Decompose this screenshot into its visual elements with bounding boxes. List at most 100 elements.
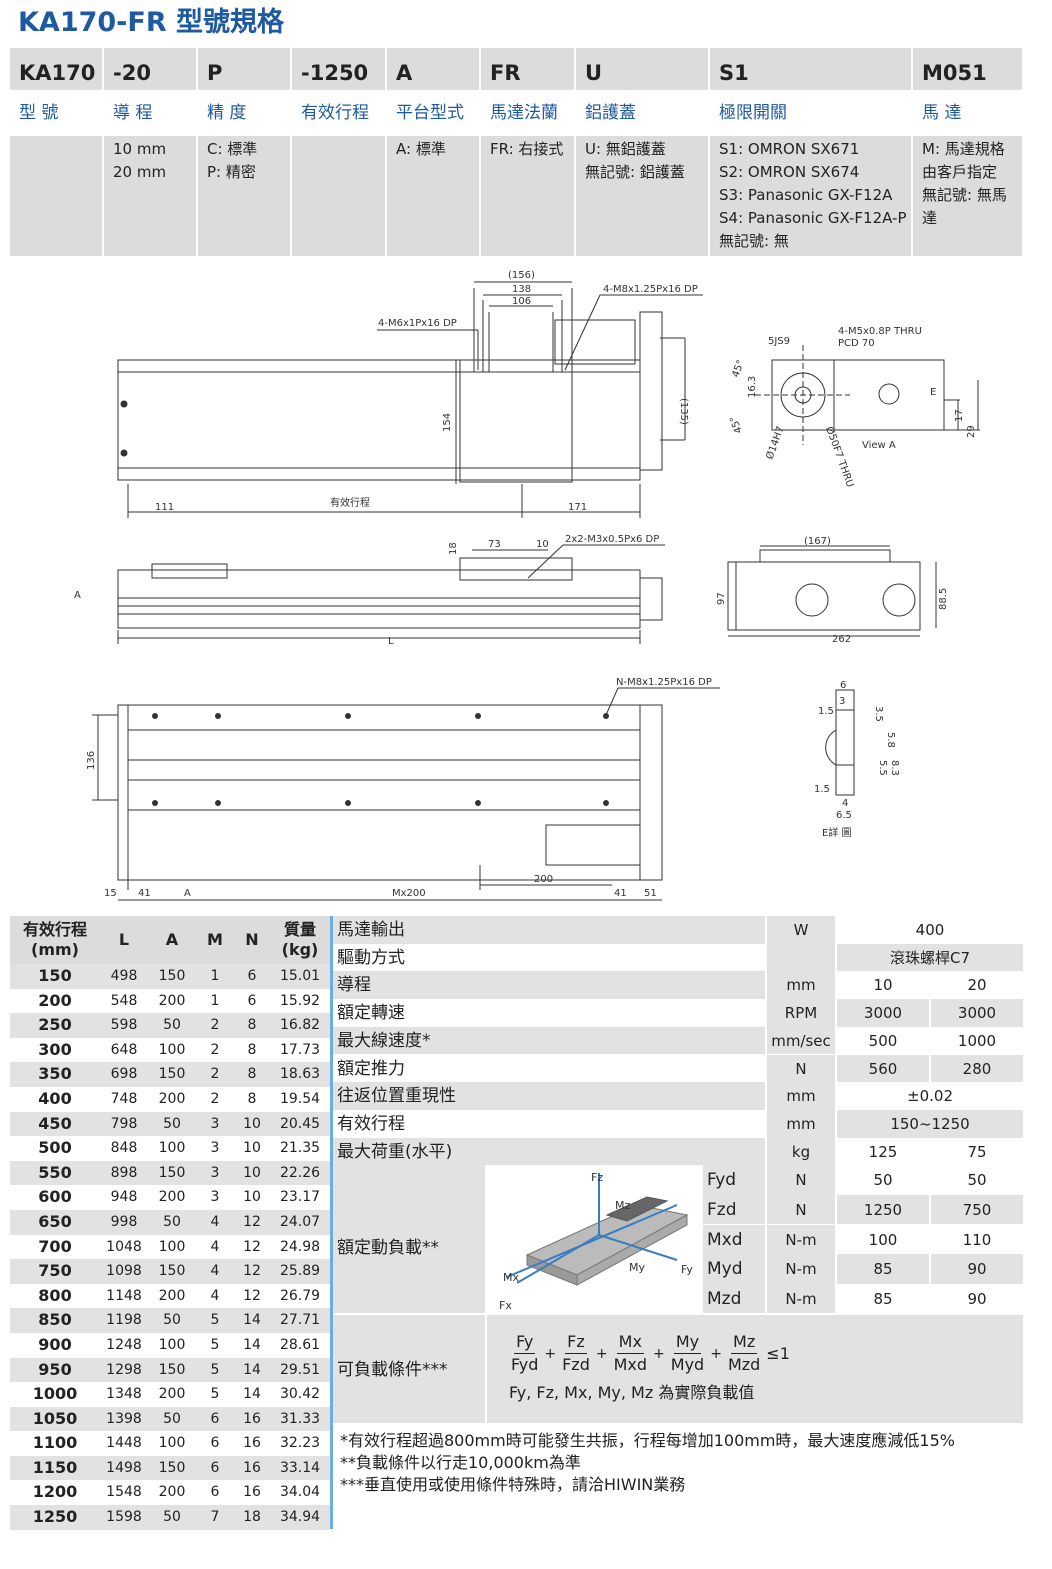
table-cell: 1448	[100, 1431, 148, 1456]
table-cell: 16	[234, 1455, 270, 1481]
spec-value: 滾珠螺桿C7	[837, 943, 1023, 972]
table-cell: 50	[148, 1209, 196, 1235]
dyn-load-value: 1250	[837, 1194, 929, 1225]
table-cell: 6	[196, 1406, 234, 1432]
table-cell: 1098	[100, 1259, 148, 1284]
table-cell: 200	[148, 1382, 196, 1407]
dyn-load-label: 額定動負載**	[337, 1238, 439, 1259]
table-cell: 50	[148, 1505, 196, 1530]
model-options: M: 馬達規格由客戶指定無記號: 無馬達	[913, 136, 1022, 256]
model-option: S2: OMRON SX674	[719, 163, 860, 181]
model-option: FR: 右接式	[490, 140, 564, 158]
dim-label: 3.5	[873, 706, 884, 722]
spec-row: 驅動方式滾珠螺桿C7	[333, 943, 1023, 972]
table-cell: 1398	[100, 1406, 148, 1432]
spec-value: 3000	[931, 999, 1023, 1027]
table-cell: 8	[234, 1037, 270, 1063]
table-cell: 150	[148, 1160, 196, 1186]
table-cell: 8	[234, 1062, 270, 1087]
model-code: M051	[913, 48, 1022, 90]
table-cell: 100	[148, 1136, 196, 1161]
spec-value: 150~1250	[837, 1109, 1023, 1138]
table-cell: 500	[10, 1136, 100, 1161]
model-option: M: 馬達規格	[922, 140, 1005, 158]
table-cell: 28.61	[270, 1332, 330, 1358]
table-cell: 19.54	[270, 1086, 330, 1112]
model-options: A: 標準	[387, 136, 479, 256]
footnote: *有效行程超過800mm時可能發生共振，行程每增加100mm時，最大速度應減低1…	[340, 1431, 955, 1450]
spec-unit: mm/sec	[767, 1026, 835, 1055]
dyn-load-unit: N	[767, 1194, 835, 1225]
dim-label: 73	[488, 539, 501, 550]
dim-label: A	[74, 590, 81, 601]
spec-value: 400	[837, 916, 1023, 944]
spec-label: 最大線速度*	[333, 1026, 765, 1055]
dim-label: 41	[614, 888, 627, 899]
table-cell: 34.04	[270, 1480, 330, 1506]
spec-value: 280	[931, 1054, 1023, 1083]
table-cell: 5	[196, 1332, 234, 1358]
table-cell: 16	[234, 1431, 270, 1456]
table-divider	[330, 916, 333, 1529]
table-cell: 150	[10, 964, 100, 989]
dim-label: View A	[862, 440, 896, 451]
dim-label: 200	[534, 874, 553, 885]
dim-label: A	[184, 888, 191, 899]
table-cell: 6	[196, 1480, 234, 1506]
axis-label: Fz	[591, 1171, 603, 1184]
spec-label: 馬達輸出	[333, 916, 765, 944]
model-option: 無記號: 鋁護蓋	[585, 163, 685, 181]
table-cell: 15.01	[270, 964, 330, 989]
table-cell: 10	[234, 1111, 270, 1137]
formula-note: Fy, Fz, Mx, My, Mz 為實際負載值	[509, 1383, 755, 1403]
column-header: N	[234, 916, 270, 964]
table-cell: 100	[148, 1037, 196, 1063]
dim-label: 5.5	[877, 760, 888, 776]
table-cell: 14	[234, 1357, 270, 1383]
dyn-load-unit: N-m	[767, 1283, 835, 1314]
fraction-denominator: Fzd	[562, 1355, 590, 1375]
model-option: P: 精密	[207, 163, 256, 181]
dim-label: 3	[839, 696, 845, 707]
model-code: S1	[710, 48, 911, 90]
fraction-denominator: Fyd	[511, 1355, 539, 1375]
dim-label: 4-M6x1Px16 DP	[378, 318, 457, 329]
table-cell: 14	[234, 1308, 270, 1333]
table-cell: 23.17	[270, 1185, 330, 1210]
model-label: 平台型式	[387, 90, 479, 136]
fraction-numerator: Mz	[731, 1331, 758, 1355]
dim-label: 10	[536, 539, 549, 550]
dyn-load-name: Fzd	[703, 1194, 765, 1225]
table-cell: 698	[100, 1062, 148, 1087]
spec-unit: mm	[767, 1109, 835, 1138]
table-cell: 12	[234, 1283, 270, 1309]
table-cell: 100	[148, 1332, 196, 1358]
spec-value: 10	[837, 971, 929, 1000]
drawing-dimension-labels: (156) 138 106 4-M8x1.25Px16 DP 4-M6x1Px1…	[74, 270, 977, 899]
table-cell: 1050	[10, 1406, 100, 1432]
table-cell: 200	[148, 1185, 196, 1210]
top-view-motor-flange	[639, 311, 663, 471]
table-cell: 1250	[10, 1505, 100, 1530]
table-cell: 8	[234, 1086, 270, 1112]
model-options	[10, 136, 102, 256]
dyn-load-value: 90	[931, 1254, 1023, 1284]
table-cell: 1	[196, 964, 234, 989]
dyn-load-name: Myd	[703, 1254, 765, 1284]
dim-label: 97	[716, 592, 727, 605]
table-cell: 30.42	[270, 1382, 330, 1407]
